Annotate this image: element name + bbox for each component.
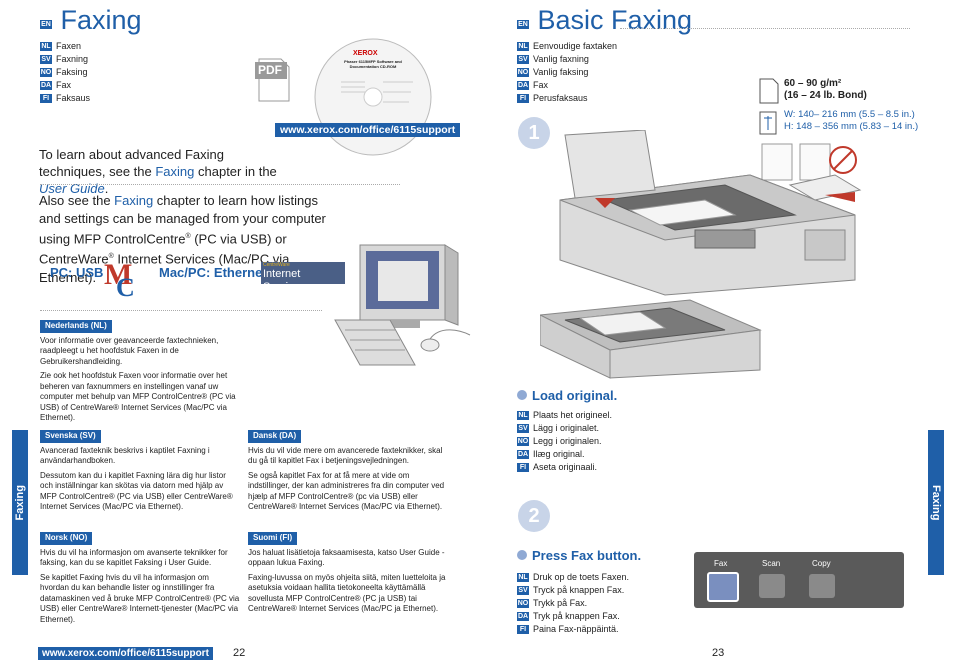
section-nl: Nederlands (NL) Voor informatie over gea…	[40, 320, 236, 422]
mac-ethernet-label: Mac/PC: Ethernet	[159, 265, 267, 280]
page-title: Basic Faxing	[537, 5, 693, 35]
fax-button[interactable]	[707, 572, 739, 602]
also-see-paragraph: Also see the Faxing chapter to learn how…	[39, 193, 326, 285]
press-fax-title: Press Fax button.	[517, 548, 641, 563]
section-fi: Suomi (FI) Jos haluat lisätietoja faksaa…	[248, 532, 446, 613]
support-url-badge[interactable]: www.xerox.com/office/6115support	[275, 123, 461, 137]
bullet-icon	[517, 390, 527, 400]
footer-url[interactable]: www.xerox.com/office/6115support	[38, 647, 213, 660]
svg-text:M: M	[104, 258, 132, 291]
pc-usb-label: PC: USB	[50, 265, 104, 280]
computer-illustration	[330, 235, 500, 380]
section-da: Dansk (DA) Hvis du vil vide mere om avan…	[248, 430, 445, 511]
step-2-badge: 2	[518, 500, 550, 532]
section-heading: Svenska (SV)	[40, 430, 101, 443]
section-heading: Norsk (NO)	[40, 532, 93, 545]
section-heading: Suomi (FI)	[248, 532, 298, 545]
copy-button[interactable]	[809, 574, 835, 598]
scanner-glass-illustration	[538, 290, 770, 380]
section-heading: Nederlands (NL)	[40, 320, 112, 333]
bullet-icon	[517, 550, 527, 560]
pdf-icon: PDF	[255, 57, 291, 103]
paper-dimensions: W: 140– 216 mm (5.5 – 8.5 in.) H: 148 – …	[784, 109, 919, 132]
printer-illustration	[555, 129, 865, 300]
left-title-row: EN Faxing	[40, 5, 142, 36]
section-no: Norsk (NO) Hvis du vil ha informasjon om…	[40, 532, 240, 624]
scan-button[interactable]	[759, 574, 785, 598]
left-side-tab: Faxing	[12, 430, 28, 575]
page-number: 23	[712, 647, 725, 659]
title-rule	[620, 28, 910, 29]
right-title-row: EN Basic Faxing	[517, 5, 692, 36]
paper-size-icon	[758, 110, 780, 136]
lang-code-badge: EN	[40, 20, 52, 30]
section-heading: Dansk (DA)	[248, 430, 302, 443]
no-staples-icon	[760, 142, 870, 182]
load-original-title: Load original.	[517, 388, 617, 403]
page-title: Faxing	[60, 5, 142, 35]
step-1-badge: 1	[518, 117, 550, 149]
controlcentre-logo: M C	[102, 258, 147, 302]
paper-weight: 60 – 90 g/m² (16 – 24 lb. Bond)	[784, 78, 867, 101]
user-guide-note: To learn about advanced Faxing technique…	[39, 147, 277, 196]
divider	[40, 310, 322, 311]
control-panel: Fax Scan Copy	[694, 552, 904, 608]
svg-text:C: C	[116, 273, 135, 298]
divider	[40, 184, 400, 185]
centreware-logo: CentreWare Internet Services	[261, 262, 345, 293]
lang-code-badge: EN	[517, 20, 529, 30]
cd-rom-image: XEROX Phaser 6115MFP Software and Docume…	[313, 37, 433, 157]
section-sv: Svenska (SV) Avancerad faxteknik beskriv…	[40, 430, 233, 511]
right-side-tab: Faxing	[928, 430, 944, 575]
page-number: 22	[233, 647, 246, 659]
paper-icon	[758, 77, 780, 105]
